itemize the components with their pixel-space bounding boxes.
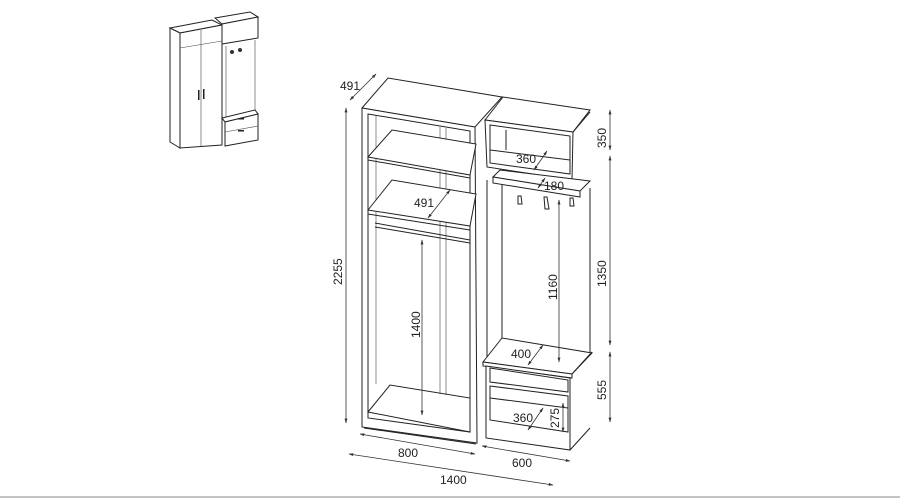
dim-top-box-shelf-depth: 360 — [516, 152, 536, 166]
dim-bench-width: 600 — [512, 456, 532, 470]
dim-hat-shelf-depth: 180 — [544, 179, 564, 193]
dim-bench-shelf-height: 275 — [548, 408, 562, 428]
dim-wardrobe-width: 800 — [398, 446, 418, 460]
dim-total-width: 1400 — [440, 473, 467, 487]
hallway-unit — [482, 96, 594, 451]
dim-wardrobe-shelf-depth: 491 — [414, 196, 434, 210]
dim-wardrobe-interior-height: 1400 — [409, 311, 423, 338]
coat-hooks — [517, 195, 575, 210]
wardrobe-cabinet — [361, 77, 503, 445]
dim-middle-height: 1350 — [595, 260, 609, 287]
dim-total-height: 2255 — [331, 258, 345, 285]
dim-depth-top: 491 — [340, 79, 360, 93]
dim-bench-height: 555 — [595, 380, 609, 400]
thumbnail-preview — [168, 11, 260, 149]
dim-top-box-height: 350 — [595, 128, 609, 148]
dim-hanger-height: 1160 — [546, 274, 560, 300]
dim-bench-depth: 400 — [511, 347, 531, 361]
dimension-lines — [344, 73, 612, 486]
dim-bench-shelf-depth: 360 — [513, 411, 533, 425]
